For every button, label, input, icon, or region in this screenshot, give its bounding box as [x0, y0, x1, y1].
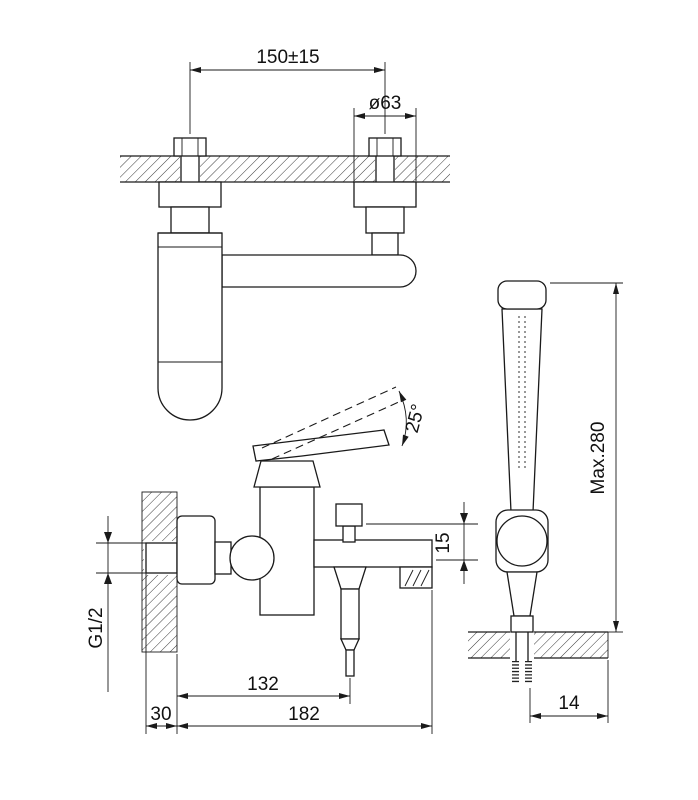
spout-outlet — [399, 566, 433, 589]
dim-diverter-offset-label: 15 — [433, 532, 454, 553]
dim-spout-reach-label: 182 — [288, 704, 320, 725]
diverter-knob — [335, 503, 363, 543]
dim-outlet-distance: 132 — [176, 654, 351, 734]
cartridge-cap — [253, 460, 321, 488]
shower-hose — [512, 632, 532, 683]
dim-escutcheon-diameter: ø63 — [353, 93, 417, 181]
dim-mounting-distance-label: 150±15 — [256, 47, 319, 68]
dim-hose-height-label: Max.280 — [588, 422, 609, 495]
eccentric-left — [158, 137, 222, 234]
dim-diverter-offset: 15 — [366, 502, 478, 584]
union-fitting — [214, 541, 232, 575]
dim-handle-angle: 25° — [398, 390, 430, 447]
dim-spout-reach: 182 — [177, 590, 433, 734]
spout-top — [157, 232, 223, 421]
mixer-body-top — [157, 232, 417, 421]
dim-mounting-distance: 150±15 — [189, 47, 386, 134]
hand-shower-view: Max.280 14 — [468, 280, 623, 723]
hand-shower — [497, 280, 547, 513]
dim-inlet-thread: G1/2 — [86, 516, 146, 692]
dim-wall-distance: 30 — [145, 573, 177, 734]
dim-outlet-distance-label: 132 — [247, 674, 279, 695]
dim-escutcheon-diameter-label: ø63 — [369, 93, 402, 114]
top-view: 150±15 ø63 — [120, 47, 450, 421]
wall-section-top — [120, 155, 450, 183]
dim-inlet-thread-label: G1/2 — [86, 607, 107, 648]
inlet-pipe — [145, 542, 178, 574]
front-view: 25° G1/2 — [86, 386, 478, 734]
body-tube-top — [221, 254, 417, 288]
dim-hose-offset: 14 — [529, 660, 609, 723]
dim-handle-angle-label: 25° — [402, 402, 430, 435]
spout-arm — [313, 539, 433, 568]
handle-lever-dashed — [261, 386, 402, 460]
dim-hose-height: Max.280 — [550, 282, 623, 633]
wall-section-bottom — [468, 630, 609, 660]
shower-head — [497, 280, 547, 310]
escutcheon — [176, 515, 216, 585]
shower-outlet — [333, 566, 367, 677]
dim-hose-offset-label: 14 — [558, 693, 580, 714]
shower-holder — [495, 509, 549, 633]
handle-lever — [252, 429, 390, 462]
eccentric-right — [353, 137, 417, 256]
union-nut — [229, 535, 275, 581]
dim-wall-distance-label: 30 — [150, 704, 171, 725]
shower-handle — [501, 308, 543, 513]
